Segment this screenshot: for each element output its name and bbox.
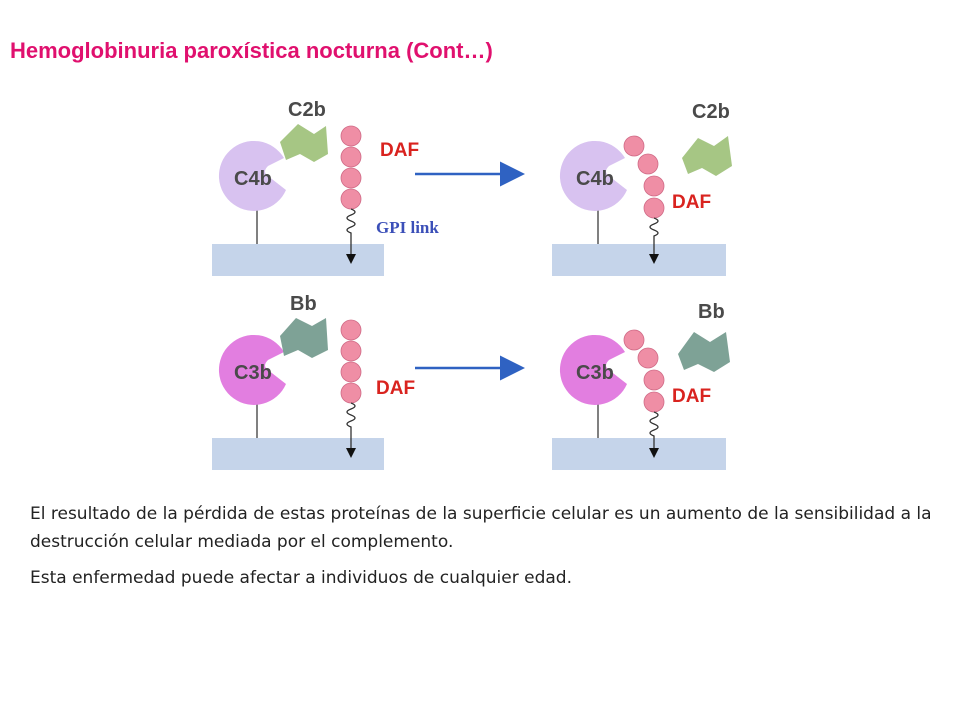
slide-body: El resultado de la pérdida de estas prot… <box>30 500 955 600</box>
panel-bottom-left: C3b Bb DAF <box>212 293 415 470</box>
anchor-arrowhead <box>649 448 659 458</box>
daf-label: DAF <box>672 192 711 213</box>
daf-chain <box>340 319 362 404</box>
c4b-protein <box>559 140 627 211</box>
panel-top-left: C4b C2b DAF GPI link <box>212 99 439 276</box>
daf-label: DAF <box>672 386 711 407</box>
c4b-label: C4b <box>576 168 614 190</box>
c3b-label: C3b <box>576 362 614 384</box>
c4b-label: C4b <box>234 168 272 190</box>
gpi-anchor <box>649 217 659 256</box>
panel-bottom-right: C3b Bb DAF <box>552 301 730 470</box>
gpi-anchor <box>346 208 356 256</box>
cell-membrane <box>552 244 726 276</box>
anchor-arrowhead <box>346 254 356 264</box>
c3b-protein <box>218 334 286 405</box>
panel-top-right: C4b C2b DAF <box>552 101 732 276</box>
gpi-anchor <box>346 402 356 450</box>
c3b-label: C3b <box>234 362 272 384</box>
slide-title: Hemoglobinuria paroxística nocturna (Con… <box>10 38 493 63</box>
cell-membrane <box>212 438 384 470</box>
daf-chain <box>623 135 665 219</box>
c2b-label: C2b <box>692 101 730 123</box>
anchor-arrowhead <box>346 448 356 458</box>
daf-chain <box>340 125 362 210</box>
anchor-arrowhead <box>649 254 659 264</box>
c2b-protein <box>682 136 732 176</box>
daf-label: DAF <box>376 378 415 399</box>
c2b-label: C2b <box>288 99 326 121</box>
gpi-anchor <box>649 411 659 450</box>
paragraph-age: Esta enfermedad puede afectar a individu… <box>30 568 572 588</box>
bb-protein <box>280 318 328 358</box>
cell-membrane <box>212 244 384 276</box>
cell-membrane <box>552 438 726 470</box>
c4b-protein <box>218 140 286 211</box>
gpi-link-label: GPI link <box>376 218 439 237</box>
bb-protein <box>678 332 730 372</box>
daf-chain <box>623 329 665 413</box>
bb-label: Bb <box>698 301 725 323</box>
daf-label: DAF <box>380 140 419 161</box>
bb-label: Bb <box>290 293 317 315</box>
c2b-protein <box>280 124 328 162</box>
c3b-protein <box>559 334 627 405</box>
complement-regulation-diagram: C4b C2b DAF GPI link C4b C2b DAF <box>202 96 750 478</box>
paragraph-complement-sensitivity: El resultado de la pérdida de estas prot… <box>30 504 932 552</box>
